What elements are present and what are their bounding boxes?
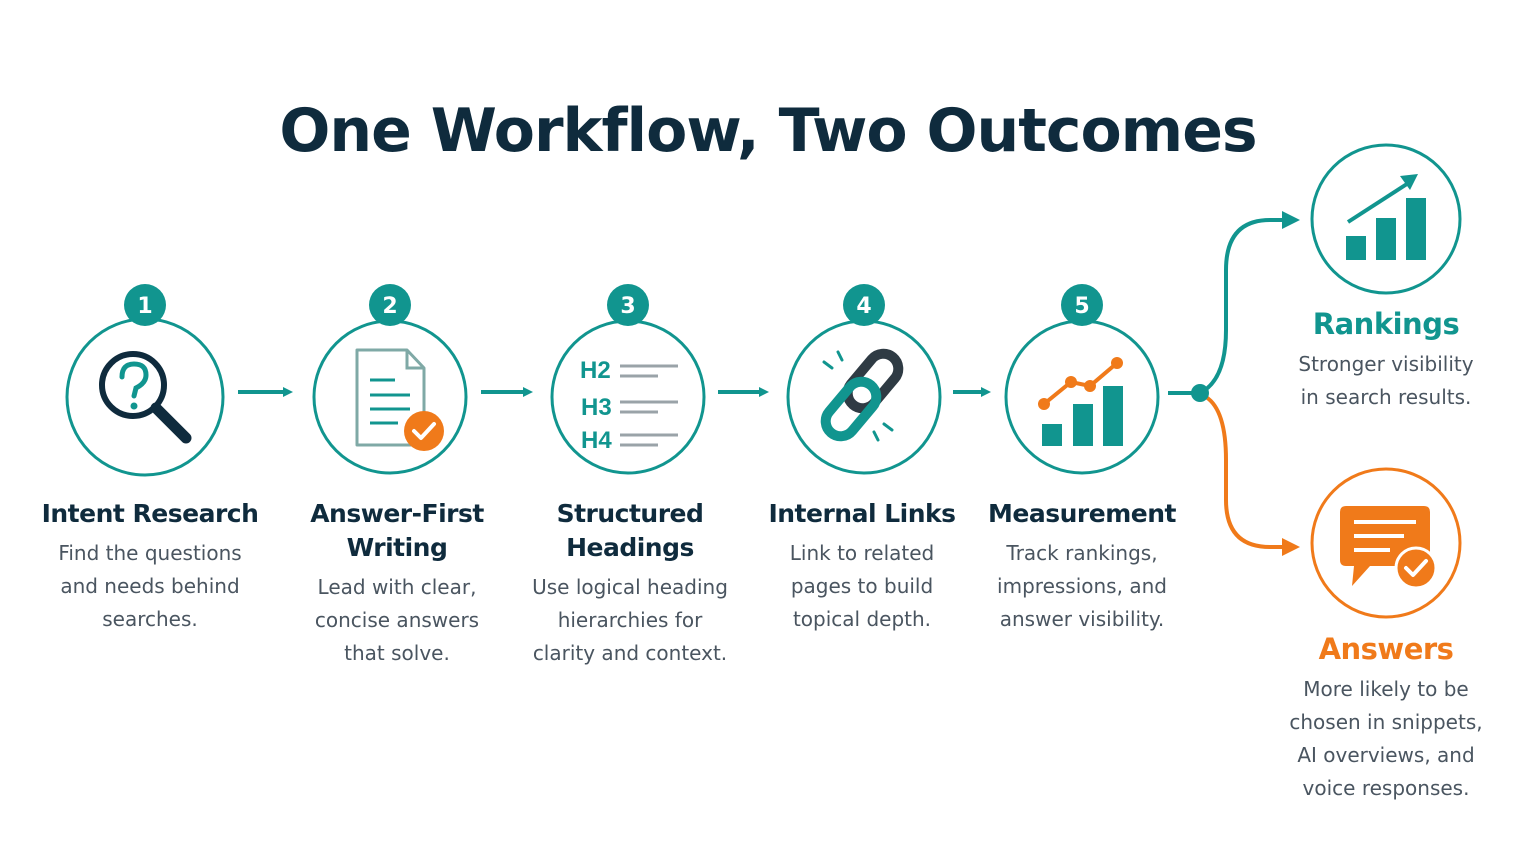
- page-title: One Workflow, Two Outcomes: [279, 96, 1257, 166]
- chart-line-icon: [1038, 357, 1123, 446]
- step-number-1: 1: [137, 294, 152, 319]
- step-number-3: 3: [620, 294, 635, 319]
- step-1: Intent Research Find the questions and n…: [30, 497, 270, 636]
- outcome-rankings: Rankings Stronger visibility in search r…: [1266, 306, 1506, 414]
- step-description-2: Lead with clear, concise answers that so…: [314, 575, 480, 665]
- step-description-4: Link to related pages to build topical d…: [789, 541, 935, 631]
- heading-label-h4: H4: [581, 427, 612, 454]
- outcome-answers: Answers More likely to be chosen in snip…: [1266, 631, 1506, 805]
- magnifier-question-icon: [99, 351, 192, 444]
- step-circle-1: [65, 317, 225, 477]
- step-title-2: Answer-First Writing: [310, 499, 484, 562]
- branch-connector: [1168, 211, 1300, 556]
- heading-label-h2: H2: [580, 357, 611, 384]
- step-4: Internal Links Link to related pages to …: [742, 497, 982, 636]
- step-title-5: Measurement: [988, 499, 1176, 528]
- step-number-2: 2: [382, 294, 397, 319]
- step-5: Measurement Track rankings, impressions,…: [962, 497, 1202, 636]
- step-badge-4: 4: [843, 284, 885, 326]
- step-2: Answer-First Writing Lead with clear, co…: [277, 497, 517, 670]
- outcome-title-answers: Answers: [1318, 632, 1454, 666]
- bar-chart-up-icon: [1346, 174, 1426, 260]
- outcome-description-answers: More likely to be chosen in snippets, AI…: [1289, 677, 1483, 800]
- step-circle-5: [1004, 319, 1160, 475]
- step-title-4: Internal Links: [768, 499, 956, 528]
- chain-link-icon: [820, 348, 904, 442]
- step-circle-4: [786, 319, 942, 475]
- step-description-3: Use logical heading hierarchies for clar…: [532, 575, 728, 665]
- step-circle-3: [550, 319, 706, 475]
- outcome-title-rankings: Rankings: [1312, 307, 1460, 341]
- step-3: Structured Headings Use logical heading …: [510, 497, 750, 670]
- document-check-icon: [355, 348, 444, 451]
- step-badge-1: 1: [124, 284, 166, 326]
- step-title-1: Intent Research: [41, 499, 259, 528]
- heading-label-h3: H3: [581, 394, 612, 421]
- chat-check-icon: [1340, 506, 1438, 590]
- step-number-4: 4: [856, 294, 871, 319]
- step-title-3: Structured Headings: [556, 499, 704, 562]
- outcome-description-rankings: Stronger visibility in search results.: [1298, 352, 1474, 409]
- step-badge-5: 5: [1061, 284, 1103, 326]
- step-number-5: 5: [1074, 294, 1089, 319]
- step-description-5: Track rankings, impressions, and answer …: [997, 541, 1167, 631]
- step-description-1: Find the questions and needs behind sear…: [58, 541, 242, 631]
- step-badge-3: 3: [607, 284, 649, 326]
- step-badge-2: 2: [369, 284, 411, 326]
- headings-icon: H2 H3 H4: [580, 357, 678, 454]
